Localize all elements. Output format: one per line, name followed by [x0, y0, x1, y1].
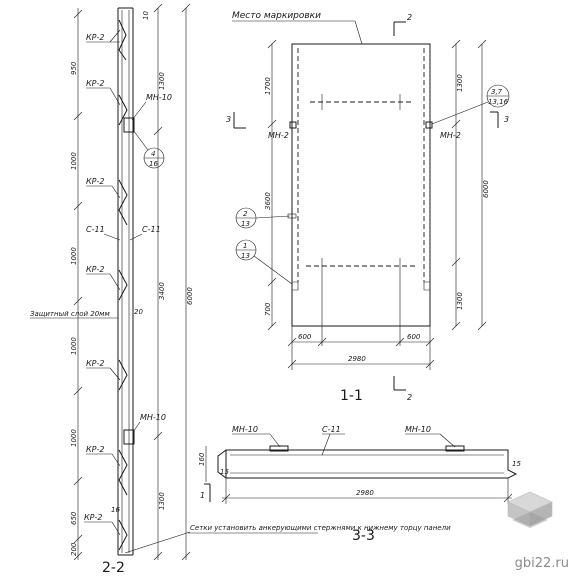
dim-1300-bot: 1300: [158, 492, 166, 510]
dim-15-left: 15: [220, 468, 229, 476]
label-kr2-3: КР-2: [86, 177, 104, 186]
dim-950: 950: [70, 61, 78, 75]
callout-2-bot: 13: [241, 220, 250, 228]
cut-label-3-left: 3: [226, 115, 231, 124]
section-2-2: 950 1000 1000 1000 1000 650 200 1300 340…: [30, 3, 194, 576]
frame-kr2-6: [118, 449, 128, 496]
label-mh10-33-right: МН-10: [405, 425, 431, 434]
callout-1-bot: 13: [241, 252, 250, 260]
frame-kr2-5: [118, 359, 128, 391]
frame-kr2-7: [118, 519, 128, 551]
label-c11-left: С-11: [86, 225, 105, 234]
dim-1000-d: 1000: [70, 429, 78, 447]
label-mh10-top: МН-10: [146, 93, 172, 102]
dim-2980-11: 2980: [348, 355, 366, 363]
plate-mn2-left: [289, 121, 297, 129]
dim-1300-11-bot: 1300: [456, 292, 464, 310]
section-3-3: МН-10 С-11 МН-10 160 15 15 2980 1 3-3 Се…: [188, 425, 553, 544]
profile-edge-left: [217, 449, 227, 479]
cube-logo-icon: [507, 491, 553, 528]
dim-20: 20: [134, 308, 143, 316]
embed-mn10-bot: [123, 429, 135, 445]
note-line-1: Сетки установить анкерующими стержнями к…: [190, 524, 451, 532]
dim-1700: 1700: [264, 77, 272, 95]
label-mh10-bot: МН-10: [140, 413, 166, 422]
label-c11-33: С-11: [322, 425, 341, 434]
dim-2980-33: 2980: [356, 489, 374, 497]
panel-outline-1-1: [291, 43, 431, 327]
plate-mn2-right: [425, 121, 433, 129]
label-kr2-2: КР-2: [86, 79, 104, 88]
label-mn2-right: МН-2: [440, 131, 461, 140]
dim-1000-c: 1000: [70, 337, 78, 355]
note-text: Сетки установить анкерующими стержнями к…: [190, 524, 451, 532]
dim-600-right: 600: [407, 333, 421, 341]
dim-6000-11: 6000: [482, 180, 490, 198]
watermark-text: gbi22.ru: [514, 556, 569, 571]
dim-650: 650: [70, 511, 78, 525]
frame-kr2-2: [118, 94, 128, 126]
label-kr2-6: КР-2: [86, 445, 104, 454]
dim-15-right: 15: [512, 460, 521, 468]
cut-label-2-top: 2: [407, 13, 412, 22]
label-kr2-5: КР-2: [86, 359, 104, 368]
label-c11-right: С-11: [142, 225, 161, 234]
section-title-3-3: 3-3: [352, 528, 375, 544]
dim-16: 16: [111, 506, 120, 514]
label-kr2-1: КР-2: [86, 33, 104, 42]
callout-4-bot: 16: [149, 160, 158, 168]
label-protective-layer: Защитный слой 20мм: [30, 310, 110, 318]
dim-3400: 3400: [158, 282, 166, 300]
label-mn2-left: МН-2: [268, 131, 289, 140]
dim-160: 160: [198, 452, 206, 466]
dim-600-left: 600: [298, 333, 312, 341]
section-1-1: Место маркировки 2 МН-2 МН-2 3 3: [226, 11, 510, 404]
label-kr2-7: КР-2: [84, 513, 102, 522]
dim-1000-a: 1000: [70, 152, 78, 170]
panel-profile-3-3: [225, 449, 518, 479]
frame-kr2-3: [118, 179, 128, 226]
embed-mn10-top: [123, 117, 135, 133]
dim-3600: 3600: [264, 192, 272, 210]
section-title-1-1: 1-1: [340, 388, 363, 404]
notch-bl: [292, 281, 299, 291]
cut-label-3-right: 3: [504, 115, 509, 124]
dim-200: 200: [70, 542, 78, 556]
dim-700: 700: [264, 302, 272, 316]
section-title-2-2: 2-2: [102, 560, 125, 575]
dim-1000-b: 1000: [70, 247, 78, 265]
cut-label-2-bottom: 2: [407, 393, 412, 402]
cut-label-1: 1: [200, 491, 205, 500]
label-mh10-33-left: МН-10: [232, 425, 258, 434]
dim-6000-22: 6000: [186, 287, 194, 305]
callout-2-top: 2: [243, 210, 248, 218]
frame-kr2-1: [118, 19, 127, 61]
label-kr2-4: КР-2: [86, 265, 104, 274]
dim-1300-11-top: 1300: [456, 74, 464, 92]
label-marking-place: Место маркировки: [232, 11, 321, 21]
note-leader: [124, 531, 191, 554]
callout-37-bot: 13,16: [488, 98, 509, 106]
notch-br: [423, 281, 430, 291]
frame-kr2-4: [118, 269, 128, 301]
callout-4-top: 4: [151, 150, 155, 158]
dim-10-top: 10: [142, 11, 150, 20]
callout-1-top: 1: [243, 242, 247, 250]
embed-mn10-right: [445, 445, 465, 452]
callout-37-top: 3,7: [491, 88, 503, 96]
dim-1300-top: 1300: [158, 72, 166, 90]
